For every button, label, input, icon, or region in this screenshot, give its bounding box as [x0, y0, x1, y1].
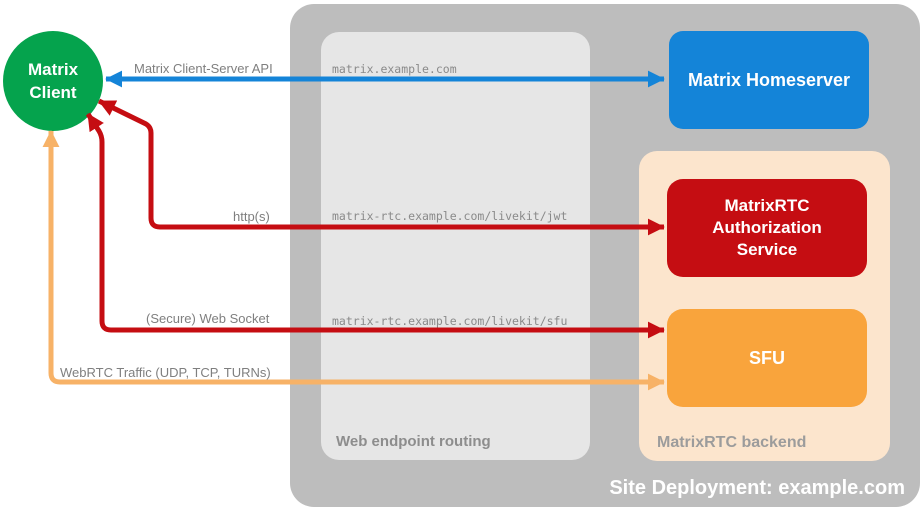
- endpoint-livekit-sfu: matrix-rtc.example.com/livekit/sfu: [332, 314, 568, 328]
- webrtc-traffic-label: WebRTC Traffic (UDP, TCP, TURNs): [60, 365, 271, 380]
- https-label: http(s): [233, 209, 270, 224]
- sfu-node: SFU: [667, 309, 867, 407]
- client-server-api-label: Matrix Client-Server API: [134, 61, 273, 76]
- matrixrtc-backend-label: MatrixRTC backend: [657, 434, 807, 451]
- web-endpoint-routing-container: Web endpoint routing: [321, 32, 590, 460]
- web-endpoint-routing-label: Web endpoint routing: [336, 433, 491, 450]
- matrixrtc-authorization-service-node: MatrixRTC Authorization Service: [667, 179, 867, 277]
- endpoint-livekit-jwt: matrix-rtc.example.com/livekit/jwt: [332, 209, 568, 223]
- endpoint-matrix-example-com: matrix.example.com: [332, 62, 457, 76]
- matrix-client-node: Matrix Client: [3, 31, 103, 131]
- site-deployment-label: Site Deployment: example.com: [609, 477, 905, 499]
- websocket-label: (Secure) Web Socket: [146, 311, 270, 326]
- matrix-homeserver-node: Matrix Homeserver: [669, 31, 869, 129]
